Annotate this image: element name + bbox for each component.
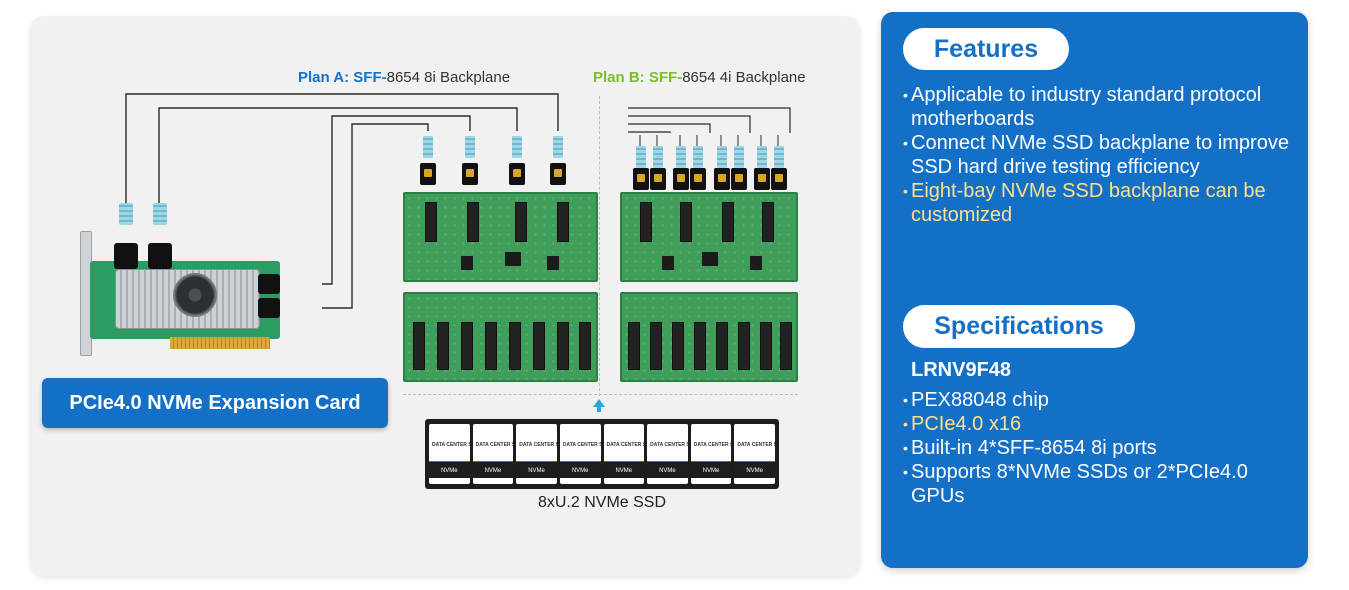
card-gold-fingers (170, 337, 270, 349)
cable-sleeve (636, 146, 646, 168)
card-connector (114, 243, 138, 269)
ssd-drive: DATA CENTER SSDNVMe (516, 424, 557, 484)
card-connector (148, 243, 172, 269)
spec-item: Supports 8*NVMe SSDs or 2*PCIe4.0 GPUs (881, 460, 1291, 508)
model-name: LRNV9F48 (911, 359, 1012, 381)
cable-sleeve (465, 136, 475, 158)
plan-divider (599, 96, 600, 396)
cable-plug (420, 163, 436, 185)
cable-plug (714, 168, 730, 190)
plan-b-name: Plan B: (593, 69, 645, 86)
backplane-4i-bottom (620, 292, 798, 382)
cable-sleeve (717, 146, 727, 168)
features-list: Applicable to industry standard protocol… (881, 83, 1291, 227)
plan-b-rest: 8654 4i Backplane (682, 69, 806, 86)
plan-a-name: Plan A: (298, 69, 350, 86)
cable-sleeve (653, 146, 663, 168)
plan-a-label: Plan A: SFF-8654 8i Backplane (298, 69, 510, 86)
cable-sleeve (676, 146, 686, 168)
cable-sleeve (757, 146, 767, 168)
cable-plug (673, 168, 689, 190)
backplane-4i-top (620, 192, 798, 282)
feature-item-highlight: Eight-bay NVMe SSD backplane can be cust… (881, 179, 1291, 227)
pcie-card-image (75, 203, 285, 356)
cable-sleeve (774, 146, 784, 168)
card-label: PCIe4.0 NVMe Expansion Card (42, 378, 388, 428)
cable-sleeve (153, 203, 167, 225)
plan-a-sff: SFF- (353, 69, 387, 86)
cable-sleeve (553, 136, 563, 158)
features-title: Features (903, 28, 1069, 70)
cable-plug (690, 168, 706, 190)
backplane-8i-bottom (403, 292, 598, 382)
card-connector (258, 274, 280, 294)
fan-icon (173, 273, 217, 317)
specs-list: PEX88048 chip PCIe4.0 x16 Built-in 4*SFF… (881, 388, 1291, 508)
plan-b-sff: SFF- (648, 69, 683, 86)
ssd-drive: DATA CENTER SSDNVMe (647, 424, 688, 484)
arrow-up-icon (593, 399, 605, 407)
ssd-drive: DATA CENTER SSDNVMe (690, 424, 732, 484)
ssd-label: 8xU.2 NVMe SSD (537, 494, 667, 511)
cable-plug (462, 163, 478, 185)
ssd-array: DATA CENTER SSDNVMe DATA CENTER SSDNVMe … (425, 419, 779, 489)
ssd-drive: DATA CENTER SSDNVMe (559, 424, 601, 484)
cable-plug (509, 163, 525, 185)
cable-sleeve (693, 146, 703, 168)
info-panel: Features Applicable to industry standard… (881, 12, 1308, 568)
specs-title: Specifications (903, 305, 1135, 348)
cable-sleeve (734, 146, 744, 168)
cable-wires (125, 93, 791, 309)
cable-plug (731, 168, 747, 190)
cable-sleeve (512, 136, 522, 158)
ssd-drive: DATA CENTER SSDNVMe (603, 424, 645, 484)
plan-b-label: Plan B: SFF-8654 4i Backplane (593, 69, 806, 86)
cable-plug (650, 168, 666, 190)
ssd-drive: DATA CENTER SSDNVMe (472, 424, 514, 484)
ssd-drive: DATA CENTER SSDNVMe (734, 424, 775, 484)
spec-item: Built-in 4*SFF-8654 8i ports (881, 436, 1291, 460)
cable-plug (633, 168, 649, 190)
diagram-panel: Plan A: SFF-8654 8i Backplane Plan B: SF… (30, 16, 860, 576)
cable-plug (754, 168, 770, 190)
ssd-divider (403, 394, 798, 395)
card-connector (258, 298, 280, 318)
plan-a-rest: 8654 8i Backplane (386, 69, 511, 86)
ssd-drive: DATA CENTER SSDNVMe (429, 424, 470, 484)
spec-item-highlight: PCIe4.0 x16 (881, 412, 1291, 436)
feature-item: Connect NVMe SSD backplane to improve SS… (881, 131, 1291, 179)
cable-plug (550, 163, 566, 185)
cable-sleeve (423, 136, 433, 158)
feature-item: Applicable to industry standard protocol… (881, 83, 1291, 131)
arrow-stem (597, 406, 601, 412)
backplane-8i-top (403, 192, 598, 282)
cable-sleeve (119, 203, 133, 225)
spec-item: PEX88048 chip (881, 388, 1291, 412)
cable-plug (771, 168, 787, 190)
